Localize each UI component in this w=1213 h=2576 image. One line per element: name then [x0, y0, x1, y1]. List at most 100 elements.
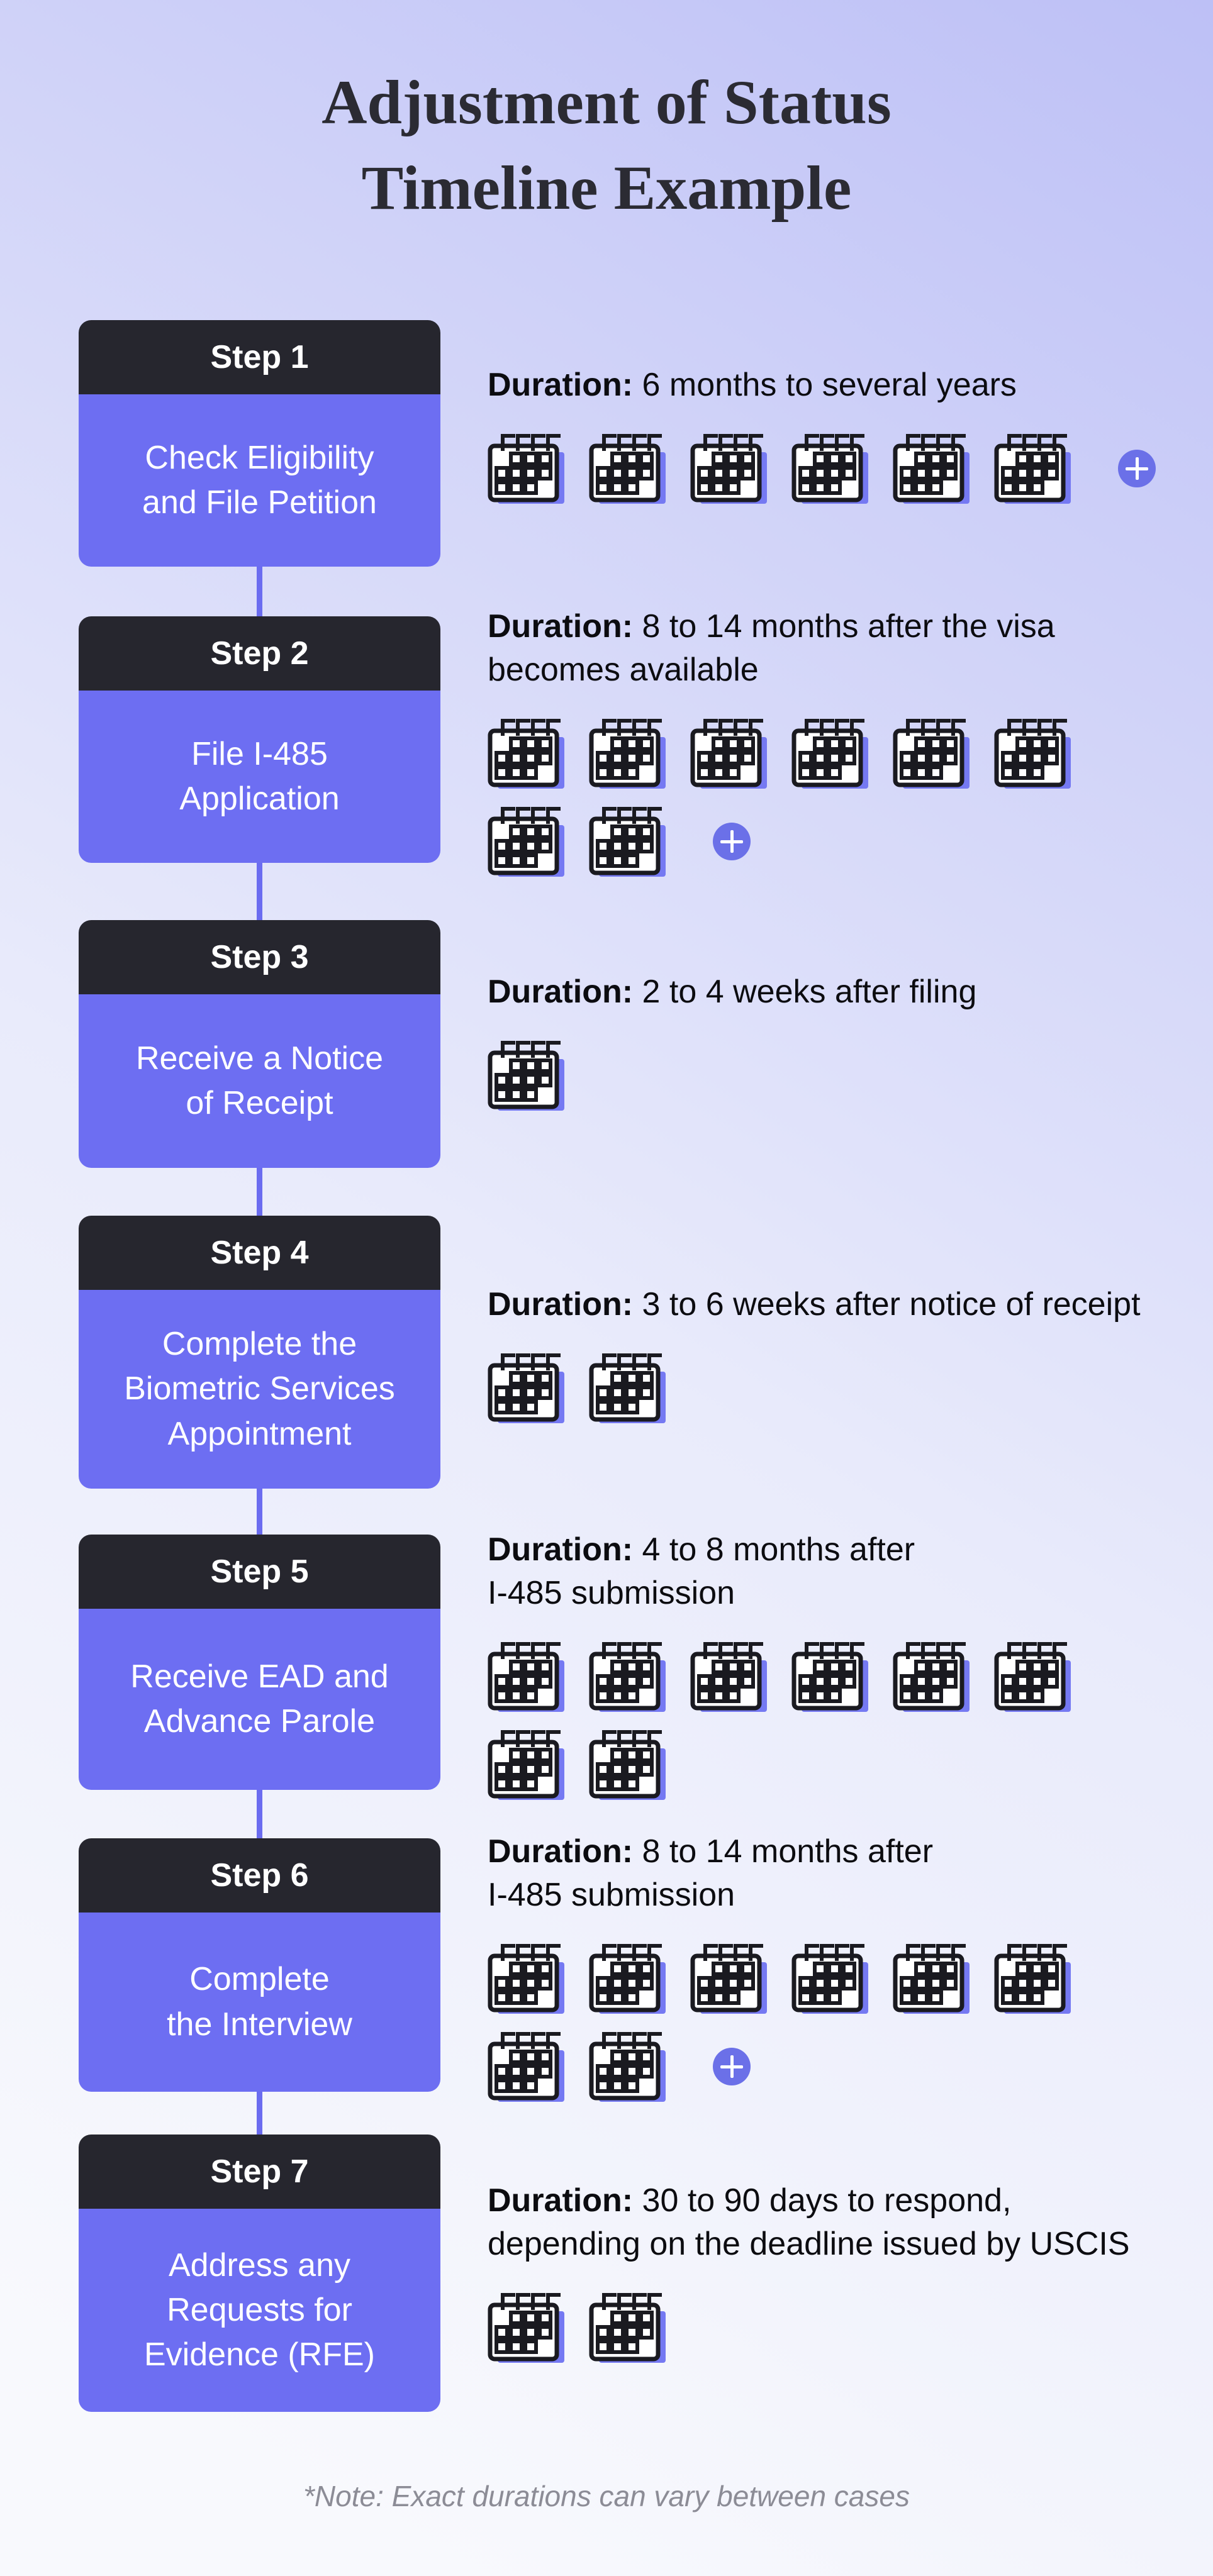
plus-icon: [713, 823, 751, 861]
step-detail-6: Duration: 8 to 14 months after I-485 sub…: [488, 1830, 1186, 2103]
duration-value: 3 to 6 weeks after notice of receipt: [633, 1286, 1141, 1323]
duration-label: Duration:: [488, 1531, 634, 1568]
calendar-rows: [488, 1942, 1186, 2103]
duration-text: Duration: 3 to 6 weeks after notice of r…: [488, 1283, 1186, 1326]
duration-label: Duration:: [488, 367, 634, 403]
calendar-row: [488, 1942, 1186, 2015]
step-label: Step 3: [79, 920, 440, 994]
calendar-row: [488, 1352, 1186, 1424]
duration-label: Duration:: [488, 2182, 634, 2219]
calendar-icon: [589, 1730, 666, 1801]
duration-value: 2 to 4 weeks after filing: [633, 974, 977, 1010]
calendar-icon: [589, 2293, 666, 2363]
step-title: Check Eligibility and File Petition: [79, 394, 440, 567]
calendar-rows: [488, 2291, 1186, 2364]
calendar-icon: [893, 719, 970, 789]
calendar-row: [488, 2291, 1186, 2364]
step-label: Step 4: [79, 1216, 440, 1290]
calendar-icon: [690, 719, 767, 789]
plus-icon: [713, 2048, 751, 2086]
duration-text: Duration: 6 months to several years: [488, 364, 1186, 407]
calendar-rows: [488, 1640, 1186, 1801]
duration-label: Duration:: [488, 608, 634, 645]
calendar-icon: [589, 2032, 666, 2102]
plus-icon: [1118, 450, 1156, 488]
calendar-icon: [690, 1642, 767, 1713]
step-detail-5: Duration: 4 to 8 months after I-485 subm…: [488, 1528, 1186, 1801]
duration-value: 8 to 14 months after the visa becomes av…: [488, 608, 1055, 689]
calendar-row: [488, 805, 1186, 878]
duration-text: Duration: 2 to 4 weeks after filing: [488, 970, 1186, 1014]
calendar-icon: [690, 434, 767, 504]
calendar-icon: [488, 807, 564, 877]
calendar-icon: [488, 1730, 564, 1801]
step-title: File I-485 Application: [79, 691, 440, 863]
calendar-row: [488, 1728, 1186, 1801]
calendar-icon: [893, 434, 970, 504]
calendar-icon: [488, 1944, 564, 2014]
calendar-icon: [791, 719, 868, 789]
calendar-icon: [589, 1944, 666, 2014]
step-detail-7: Duration: 30 to 90 days to respond, depe…: [488, 2179, 1186, 2364]
page-title: Adjustment of Status Timeline Example: [321, 67, 892, 223]
calendar-rows: [488, 432, 1186, 505]
duration-text: Duration: 4 to 8 months after I-485 subm…: [488, 1528, 1186, 1615]
calendar-icon: [589, 807, 666, 877]
duration-label: Duration:: [488, 1833, 634, 1870]
step-title: Address any Requests for Evidence (RFE): [79, 2209, 440, 2412]
calendar-icon: [791, 1642, 868, 1713]
calendar-icon: [893, 1642, 970, 1713]
calendar-icon: [589, 434, 666, 504]
footnote: *Note: Exact durations can vary between …: [303, 2480, 910, 2512]
step-detail-4: Duration: 3 to 6 weeks after notice of r…: [488, 1283, 1186, 1424]
calendar-icon: [994, 434, 1071, 504]
duration-label: Duration:: [488, 1286, 634, 1323]
calendar-row: [488, 1039, 1186, 1112]
step-detail-1: Duration: 6 months to several years: [488, 364, 1186, 505]
duration-value: 30 to 90 days to respond, depending on t…: [488, 2182, 1130, 2263]
step-label: Step 5: [79, 1535, 440, 1609]
step-label: Step 7: [79, 2135, 440, 2209]
calendar-icon: [791, 434, 868, 504]
calendar-icon: [690, 1944, 767, 2014]
duration-label: Duration:: [488, 974, 634, 1010]
calendar-icon: [488, 1041, 564, 1111]
duration-text: Duration: 8 to 14 months after the visa …: [488, 605, 1186, 692]
calendar-row: [488, 717, 1186, 790]
calendar-icon: [589, 719, 666, 789]
calendar-icon: [589, 1642, 666, 1713]
calendar-rows: [488, 1352, 1186, 1424]
calendar-icon: [589, 1353, 666, 1424]
calendar-row: [488, 1640, 1186, 1713]
step-detail-3: Duration: 2 to 4 weeks after filing: [488, 970, 1186, 1112]
calendar-rows: [488, 717, 1186, 878]
duration-value: 4 to 8 months after I-485 submission: [488, 1531, 915, 1612]
duration-text: Duration: 8 to 14 months after I-485 sub…: [488, 1830, 1186, 1917]
calendar-icon: [488, 2293, 564, 2363]
calendar-row: [488, 2030, 1186, 2103]
step-title: Receive EAD and Advance Parole: [79, 1609, 440, 1790]
calendar-icon: [791, 1944, 868, 2014]
calendar-rows: [488, 1039, 1186, 1112]
step-label: Step 6: [79, 1838, 440, 1913]
step-title: Complete the Interview: [79, 1913, 440, 2092]
calendar-icon: [488, 434, 564, 504]
calendar-icon: [994, 1944, 1071, 2014]
calendar-icon: [994, 719, 1071, 789]
step-title: Complete the Biometric Services Appointm…: [79, 1290, 440, 1489]
calendar-icon: [488, 1642, 564, 1713]
step-label: Step 2: [79, 616, 440, 691]
step-label: Step 1: [79, 320, 440, 394]
duration-value: 8 to 14 months after I-485 submission: [488, 1833, 934, 1914]
step-title: Receive a Notice of Receipt: [79, 994, 440, 1168]
step-detail-2: Duration: 8 to 14 months after the visa …: [488, 605, 1186, 878]
calendar-icon: [994, 1642, 1071, 1713]
duration-text: Duration: 30 to 90 days to respond, depe…: [488, 2179, 1186, 2266]
